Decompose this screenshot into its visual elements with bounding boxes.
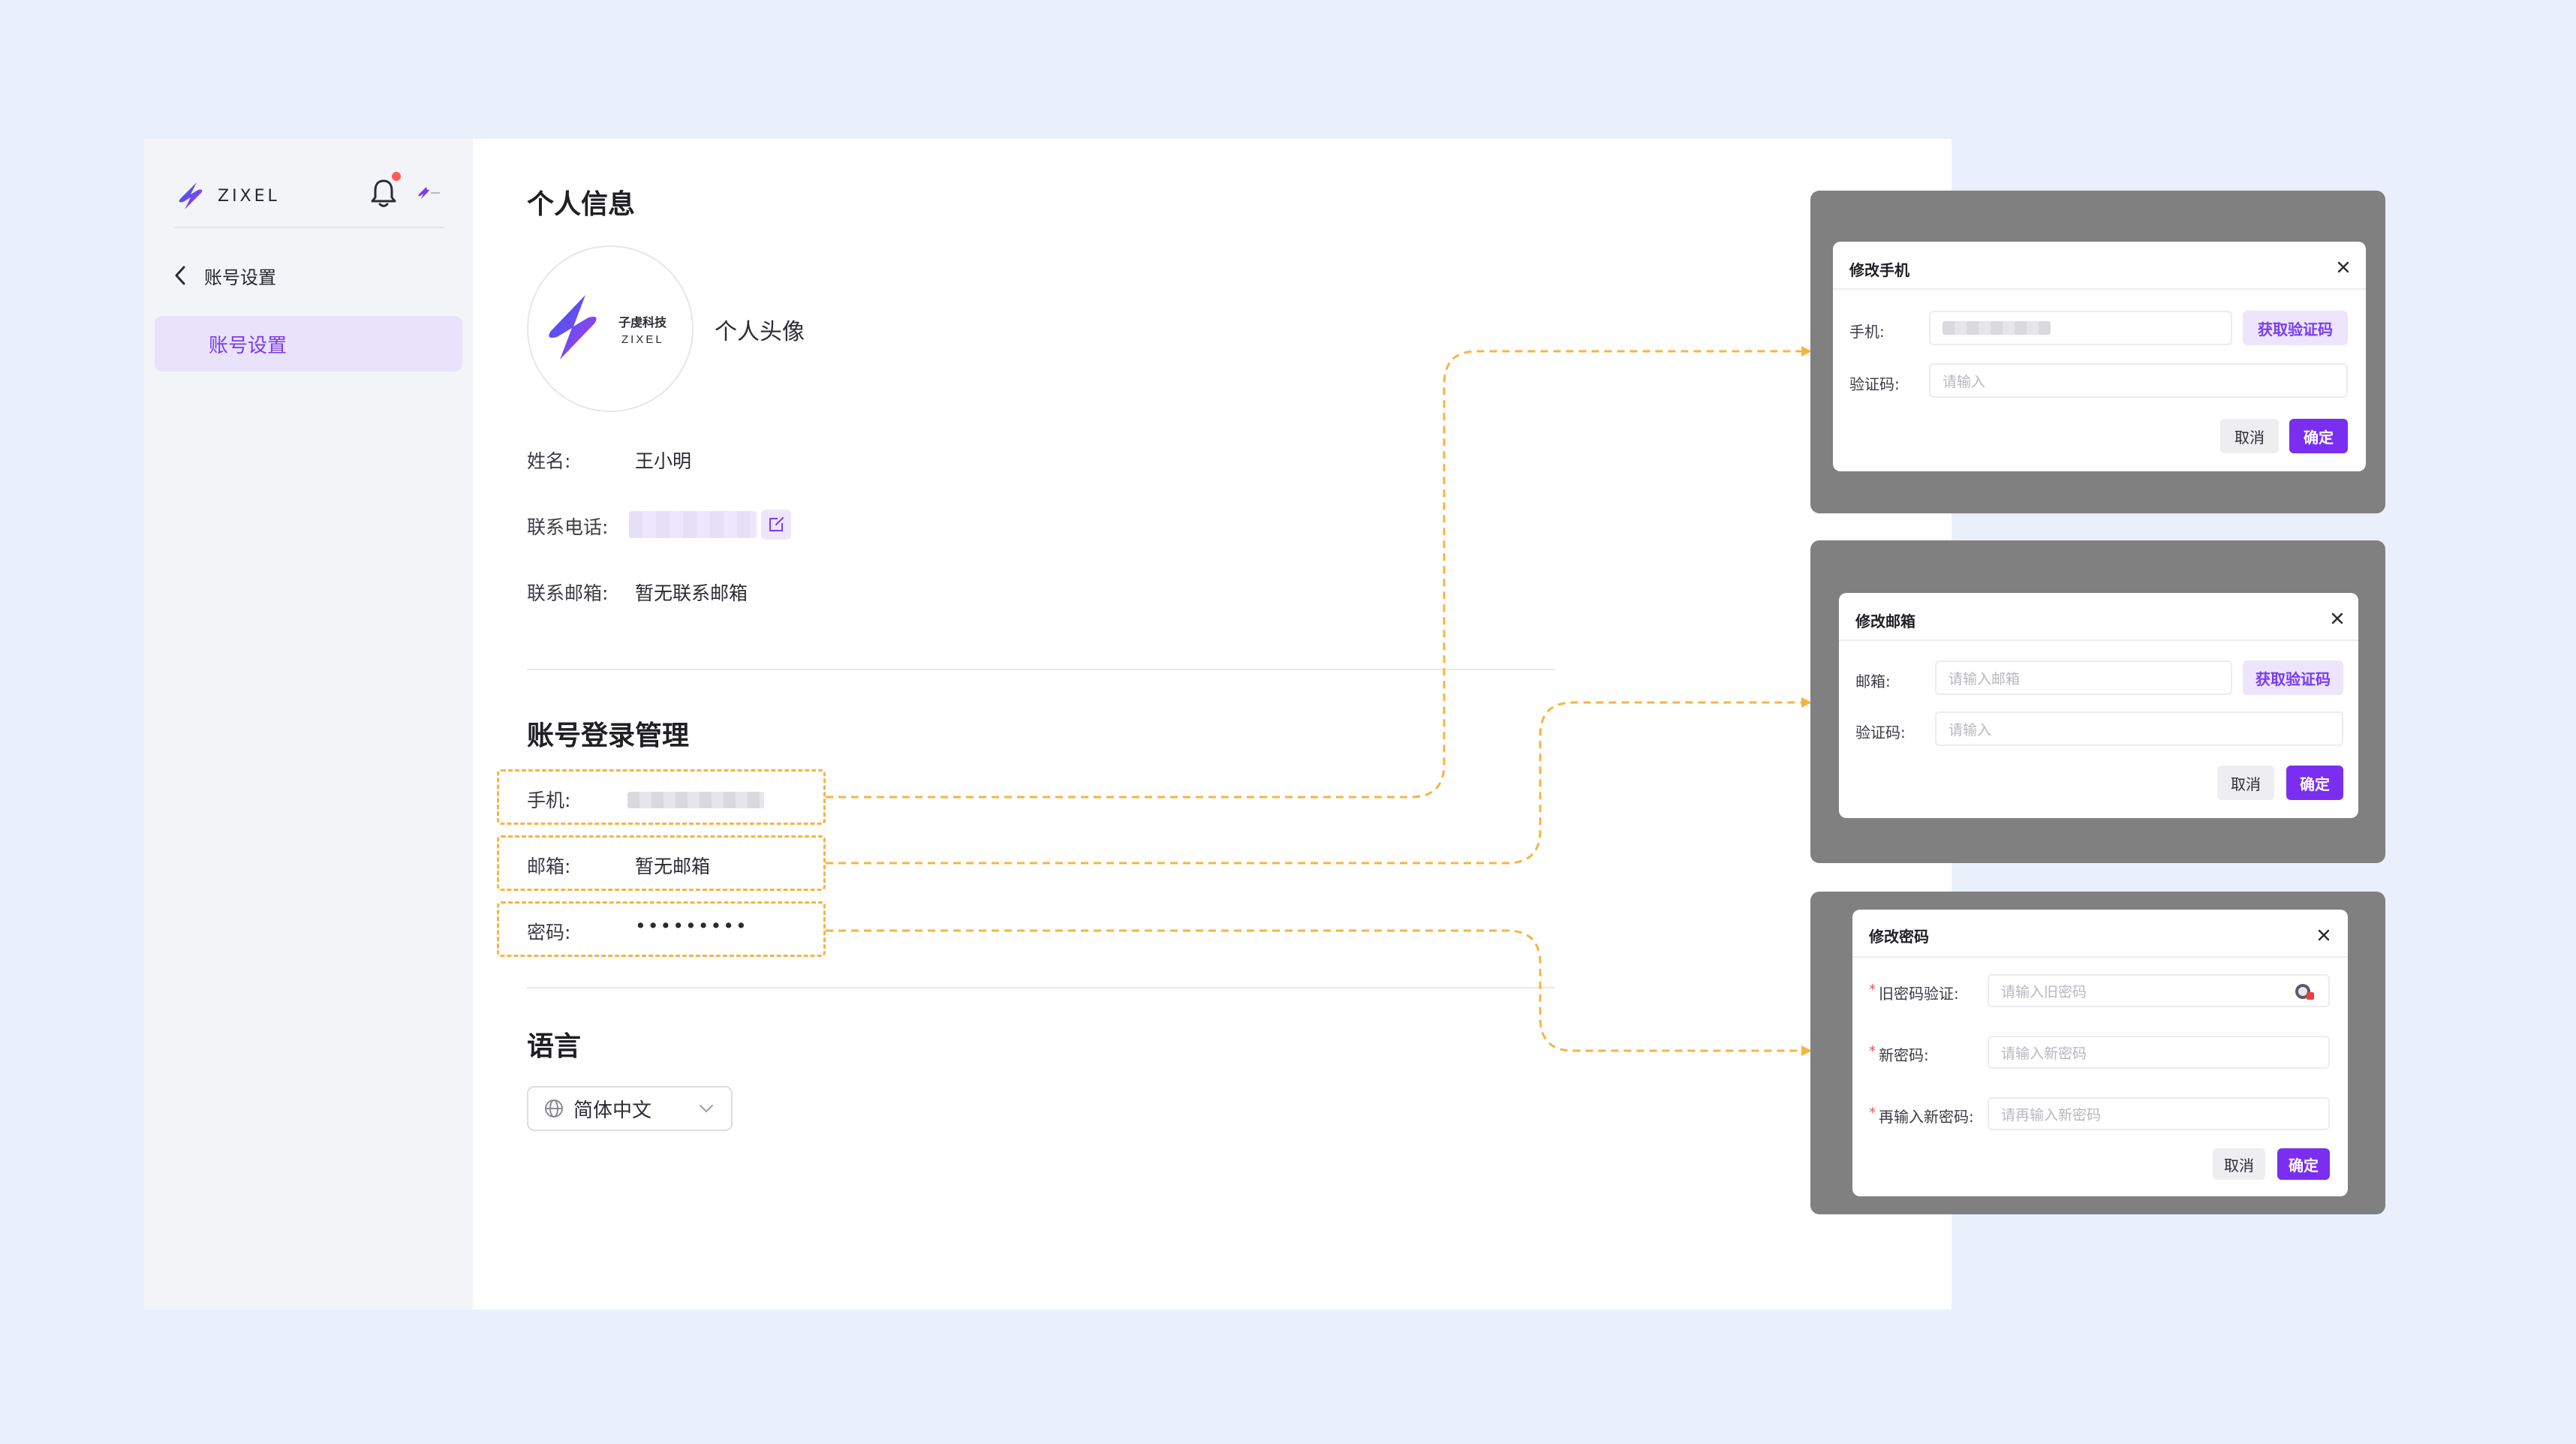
brand-logo[interactable]: ZIXEL — [174, 173, 280, 218]
close-icon[interactable] — [2315, 926, 2333, 944]
cancel-button[interactable]: 取消 — [2220, 419, 2279, 453]
email-dialog: 修改邮箱 邮箱: 请输入邮箱 获取验证码 验证码: 请输入 取消 确定 — [1839, 593, 2358, 818]
dialog-divider — [1852, 956, 2348, 958]
confirm-button[interactable]: 确定 — [2289, 419, 2348, 453]
get-code-button[interactable]: 获取验证码 — [2243, 660, 2343, 695]
cancel-button[interactable]: 取消 — [2213, 1148, 2265, 1180]
back-button[interactable]: 账号设置 — [173, 259, 276, 292]
chevron-left-icon — [175, 266, 185, 285]
user-avatar-icon[interactable] — [416, 184, 441, 202]
phone-field-label: 手机: — [1849, 323, 1885, 341]
old-password-label-wrap: * 旧密码验证: — [1869, 982, 1959, 1003]
section-divider — [527, 669, 1555, 670]
edit-phone-button[interactable] — [761, 510, 791, 540]
new-password-label-wrap: * 新密码: — [1869, 1043, 1929, 1065]
code-input[interactable]: 请输入 — [1929, 363, 2348, 398]
contact-email-label: 联系邮箱: — [527, 582, 609, 604]
personal-info-title: 个人信息 — [527, 189, 636, 220]
repeat-password-label: 再输入新密码: — [1879, 1108, 1974, 1126]
sidebar-item-account-settings[interactable]: 账号设置 — [155, 316, 462, 372]
contact-phone-value-masked — [629, 511, 757, 538]
dialog-divider — [1839, 639, 2358, 641]
back-label: 账号设置 — [204, 266, 276, 288]
section-divider-2 — [527, 987, 1555, 988]
avatar-label: 个人头像 — [715, 319, 805, 345]
globe-icon — [545, 1100, 563, 1118]
name-value: 王小明 — [635, 450, 692, 472]
email-field-label: 邮箱: — [1855, 672, 1891, 690]
contact-email-value: 暂无联系邮箱 — [635, 582, 748, 604]
avatar-logo-icon: 子虔科技 ZIXEL — [549, 295, 667, 359]
password-dialog: 修改密码 * 旧密码验证: 请输入旧密码 * 新密码: 请输入新密码 * 再输入… — [1852, 910, 2348, 1196]
email-dialog-title: 修改邮箱 — [1855, 612, 1915, 630]
code-field-label: 验证码: — [1855, 724, 1906, 742]
avatar-logo-en: ZIXEL — [621, 333, 664, 346]
language-title: 语言 — [527, 1031, 582, 1062]
login-management-title: 账号登录管理 — [527, 720, 690, 751]
old-password-input[interactable]: 请输入旧密码 — [1988, 974, 2330, 1007]
confirm-button[interactable]: 确定 — [2277, 1148, 2330, 1180]
new-password-input[interactable]: 请输入新密码 — [1988, 1036, 2330, 1069]
password-row-highlight — [497, 901, 826, 957]
cancel-button[interactable]: 取消 — [2217, 766, 2274, 800]
phone-dialog-overlay: 修改手机 手机: 获取验证码 验证码: 请输入 取消 确定 — [1810, 191, 2385, 513]
name-label: 姓名: — [527, 450, 571, 472]
get-code-button[interactable]: 获取验证码 — [2243, 311, 2348, 345]
repeat-password-label-wrap: * 再输入新密码: — [1869, 1105, 1974, 1127]
bell-icon[interactable] — [368, 176, 399, 211]
avatar[interactable]: 子虔科技 ZIXEL — [527, 245, 694, 412]
password-dialog-overlay: 修改密码 * 旧密码验证: 请输入旧密码 * 新密码: 请输入新密码 * 再输入… — [1810, 892, 2385, 1214]
login-email-label: 邮箱: — [527, 856, 571, 877]
login-password-value[interactable]: ••••••••• — [635, 915, 748, 937]
avatar-logo-cn: 子虔科技 — [618, 315, 667, 329]
new-password-label: 新密码: — [1879, 1046, 1929, 1064]
phone-input-value-masked — [1943, 321, 2051, 335]
confirm-button[interactable]: 确定 — [2286, 766, 2343, 800]
logo-text: ZIXEL — [218, 186, 280, 206]
login-password-label: 密码: — [527, 922, 571, 943]
phone-dialog: 修改手机 手机: 获取验证码 验证码: 请输入 取消 确定 — [1833, 242, 2366, 471]
login-phone-label: 手机: — [527, 790, 571, 811]
old-password-label: 旧密码验证: — [1879, 985, 1959, 1003]
email-row-highlight — [497, 835, 826, 891]
code-field-label: 验证码: — [1849, 375, 1900, 393]
email-input[interactable]: 请输入邮箱 — [1935, 660, 2232, 695]
language-value: 简体中文 — [573, 1099, 652, 1122]
close-icon[interactable] — [2328, 609, 2346, 627]
edit-icon — [769, 517, 784, 531]
phone-dialog-title: 修改手机 — [1849, 261, 1909, 279]
zixel-logo-icon — [179, 182, 203, 209]
sidebar-item-label: 账号设置 — [209, 334, 287, 357]
dialog-divider — [1833, 288, 2366, 290]
login-email-value[interactable]: 暂无邮箱 — [635, 856, 711, 877]
email-dialog-overlay: 修改邮箱 邮箱: 请输入邮箱 获取验证码 验证码: 请输入 取消 确定 — [1810, 540, 2385, 863]
required-mark: * — [1869, 982, 1876, 997]
contact-phone-label: 联系电话: — [527, 516, 609, 538]
required-mark: * — [1869, 1043, 1876, 1059]
app-window: ZIXEL 账号设置 账号设置 个人信息 — [144, 139, 1952, 1310]
language-select[interactable]: 简体中文 — [527, 1086, 733, 1131]
password-dialog-title: 修改密码 — [1869, 928, 1929, 946]
chevron-down-icon — [700, 1105, 713, 1113]
login-phone-value-masked[interactable] — [627, 792, 764, 808]
notification-dot — [392, 172, 401, 181]
sidebar-divider — [174, 227, 444, 228]
phone-row-highlight — [497, 769, 826, 825]
repeat-password-input[interactable]: 请再输入新密码 — [1988, 1097, 2330, 1130]
password-manager-icon[interactable] — [2294, 982, 2316, 1001]
required-mark: * — [1869, 1105, 1876, 1121]
old-password-placeholder: 请输入旧密码 — [2001, 983, 2087, 1000]
sidebar: ZIXEL 账号设置 账号设置 — [144, 139, 473, 1310]
code-input[interactable]: 请输入 — [1935, 711, 2343, 746]
close-icon[interactable] — [2334, 258, 2352, 276]
phone-input[interactable] — [1929, 311, 2232, 345]
